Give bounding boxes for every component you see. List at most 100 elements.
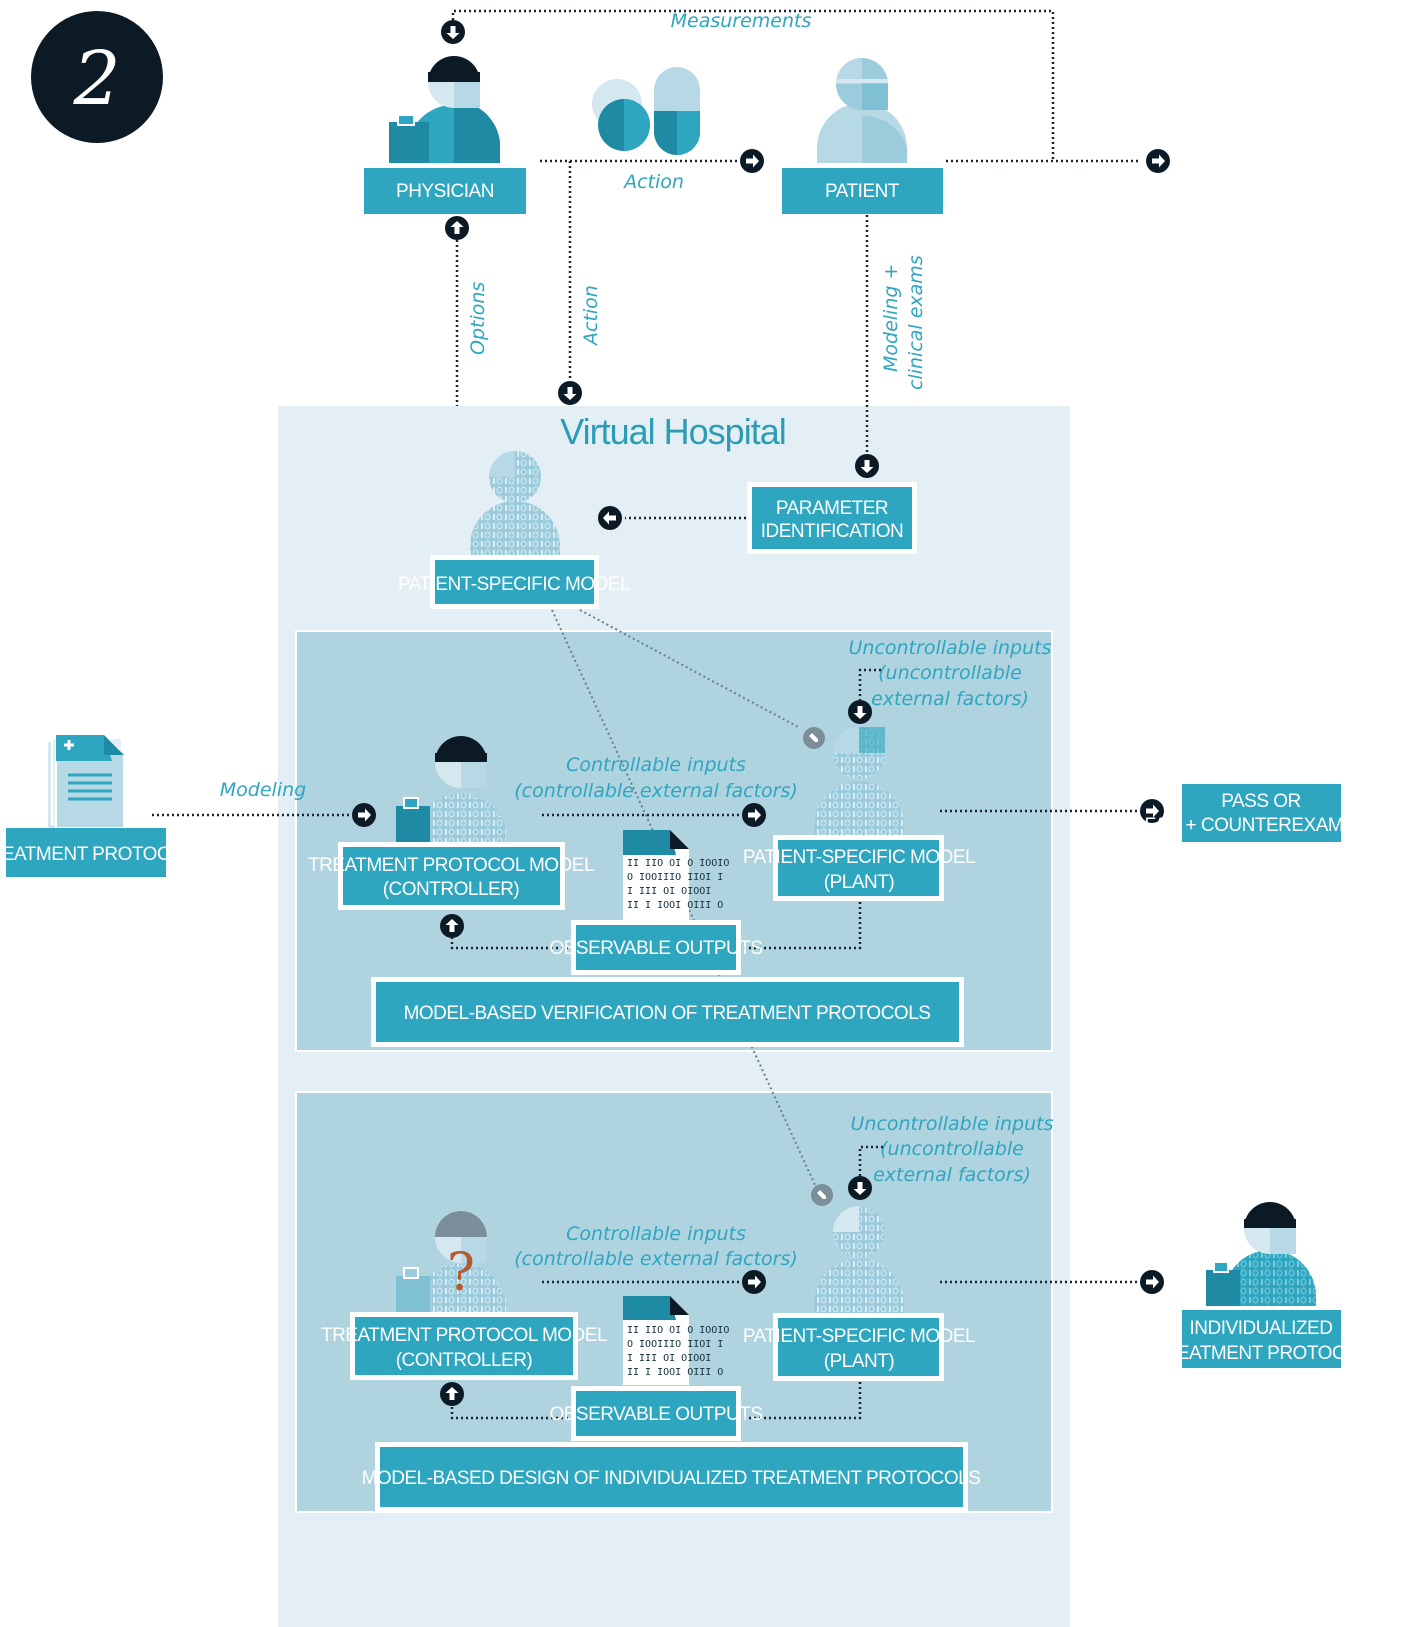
uncontrollable-connector — [858, 668, 881, 700]
plant-line2: (PLANT) — [824, 872, 895, 893]
patient-label: PATIENT — [825, 181, 900, 202]
verification-banner[interactable] — [376, 982, 959, 1042]
controller-box[interactable] — [343, 847, 560, 905]
badge-number: 2 — [72, 36, 120, 122]
patient-specific-model-box[interactable] — [435, 560, 594, 604]
arrow-left-icon — [598, 506, 622, 530]
binary-line2: O IOOIIIO IIOI I — [627, 1339, 723, 1350]
binary-line4: II I IOOI OIII O — [627, 900, 723, 911]
question-mark: ? — [447, 1243, 475, 1303]
pills-icon — [592, 67, 700, 155]
binary-line1: II IIO OI O IOOIO — [627, 1325, 729, 1336]
plant-line1: PATIENT-SPECIFIC MODEL — [743, 847, 975, 868]
virtual-hospital-title: Virtual Hospital — [560, 411, 785, 452]
virtual-patient-icon — [470, 451, 560, 556]
arrow-right-icon — [742, 803, 766, 827]
treatment-protocol-document-icon — [48, 734, 125, 829]
binary-line1: II IIO OI O IOOIO — [627, 858, 729, 869]
pass-fail-line1: PASS OR — [1221, 791, 1301, 812]
individualized-line2: TREATMENT PROTOCOL — [1153, 1343, 1370, 1364]
binary-document-icon: II IIO OI O IOOIO O IOOIIIO IIOI I I III… — [623, 1296, 729, 1385]
controllable-inputs-line2: (controllable external factors) — [514, 780, 798, 802]
arrow-up-icon — [445, 216, 469, 240]
arrow-up-icon — [440, 1382, 464, 1406]
treatment-protocol-box[interactable] — [6, 828, 166, 877]
observable-outputs-label: OBSERVABLE OUTPUTS — [549, 1404, 762, 1425]
individualized-line1: INDIVIDUALIZED — [1190, 1318, 1333, 1339]
treatment-protocol-label: TREATMENT PROTOCOL — [0, 844, 194, 865]
observable-outputs-box[interactable] — [576, 1391, 736, 1436]
arrow-diagonal-icon — [811, 1184, 833, 1206]
design-section: Uncontrollable inputs (uncontrollable ex… — [321, 1113, 1138, 1512]
options-label: Options — [467, 282, 489, 355]
arrow-right-icon — [1146, 149, 1170, 173]
step-number-badge: 2 — [31, 11, 163, 143]
arrow-down-icon — [848, 700, 872, 724]
physician-box[interactable] — [364, 168, 526, 214]
uncontrollable-inputs-line1: Uncontrollable inputs — [851, 1113, 1054, 1135]
plant-to-observable-connector — [744, 902, 862, 950]
design-banner-label: MODEL-BASED DESIGN OF INDIVIDUALIZED TRE… — [362, 1468, 981, 1489]
controllable-inputs-line2: (controllable external factors) — [514, 1248, 798, 1270]
binary-line3: I III OI OIOOI — [627, 886, 711, 897]
modeling-label-line2: clinical exams — [905, 255, 927, 390]
uncontrollable-inputs-line1: Uncontrollable inputs — [849, 637, 1052, 659]
uncontrollable-inputs-line2: (uncontrollable — [878, 662, 1022, 684]
controllable-inputs-line1: Controllable inputs — [566, 754, 746, 776]
physician-label: PHYSICIAN — [396, 181, 494, 202]
plant-box[interactable] — [778, 840, 939, 896]
parameter-identification-line2: IDENTIFICATION — [761, 521, 904, 542]
modeling-label-line1: Modeling + — [880, 264, 902, 372]
plant-patient-icon — [814, 727, 904, 836]
top-connectors — [451, 9, 1140, 520]
grey-connector-to-verification — [579, 609, 801, 729]
plant-line2: (PLANT) — [824, 1351, 895, 1372]
verification-banner-label: MODEL-BASED VERIFICATION OF TREATMENT PR… — [404, 1003, 931, 1024]
plant-box[interactable] — [778, 1318, 939, 1376]
uncontrollable-inputs-line3: external factors) — [871, 688, 1029, 710]
arrow-down-icon — [855, 454, 879, 478]
uncontrollable-inputs-line2: (uncontrollable — [880, 1138, 1024, 1160]
plant-line1: PATIENT-SPECIFIC MODEL — [743, 1326, 975, 1347]
verification-section: Uncontrollable inputs (uncontrollable ex… — [308, 637, 1138, 1047]
binary-line3: I III OI OIOOI — [627, 1353, 711, 1364]
uncontrollable-inputs-line3: external factors) — [873, 1164, 1031, 1186]
arrow-down-icon — [848, 1176, 872, 1200]
observable-to-controller-connector — [450, 938, 568, 950]
plant-to-observable-connector — [744, 1382, 862, 1420]
binary-document-icon: II IIO OI O IOOIO O IOOIIIO IIOI I I III… — [623, 830, 729, 920]
arrow-right-icon — [1140, 1270, 1164, 1294]
patient-icon — [817, 58, 907, 163]
pass-fail-line2: FAIL + COUNTEREXAMPLE — [1144, 815, 1377, 836]
modeling-label: Modeling — [220, 779, 306, 801]
design-banner[interactable] — [380, 1447, 963, 1507]
observable-outputs-label: OBSERVABLE OUTPUTS — [549, 938, 762, 959]
arrow-down-icon — [441, 20, 465, 44]
controller-line1: TREATMENT PROTOCOL MODEL — [308, 855, 594, 876]
controller-line2: (CONTROLLER) — [383, 879, 520, 900]
arrow-right-icon — [352, 803, 376, 827]
measurements-label: Measurements — [671, 10, 812, 32]
controller-unknown-icon: ? — [396, 1211, 506, 1312]
binary-line2: O IOOIIIO IIOI I — [627, 872, 723, 883]
individualized-physician-icon — [1206, 1202, 1316, 1306]
pass-fail-box[interactable] — [1182, 784, 1341, 842]
physician-icon — [389, 56, 500, 163]
observable-to-controller-connector — [450, 1406, 568, 1420]
patient-box[interactable] — [782, 168, 943, 214]
observable-outputs-box[interactable] — [576, 925, 736, 970]
arrow-right-icon — [740, 149, 764, 173]
parameter-identification-box[interactable] — [752, 487, 912, 549]
controller-line2: (CONTROLLER) — [396, 1350, 533, 1371]
parameter-identification-line1: PARAMETER — [776, 498, 888, 519]
arrow-up-icon — [440, 914, 464, 938]
controller-physician-icon — [396, 736, 506, 843]
action-label-horizontal: Action — [622, 171, 684, 193]
arrow-down-icon — [558, 381, 582, 405]
patient-specific-model-label: PATIENT-SPECIFIC MODEL — [398, 574, 630, 595]
controllable-inputs-line1: Controllable inputs — [566, 1223, 746, 1245]
controller-box[interactable] — [355, 1317, 573, 1375]
arrow-diagonal-icon — [803, 727, 825, 749]
individualized-protocol-box[interactable] — [1182, 1310, 1341, 1368]
